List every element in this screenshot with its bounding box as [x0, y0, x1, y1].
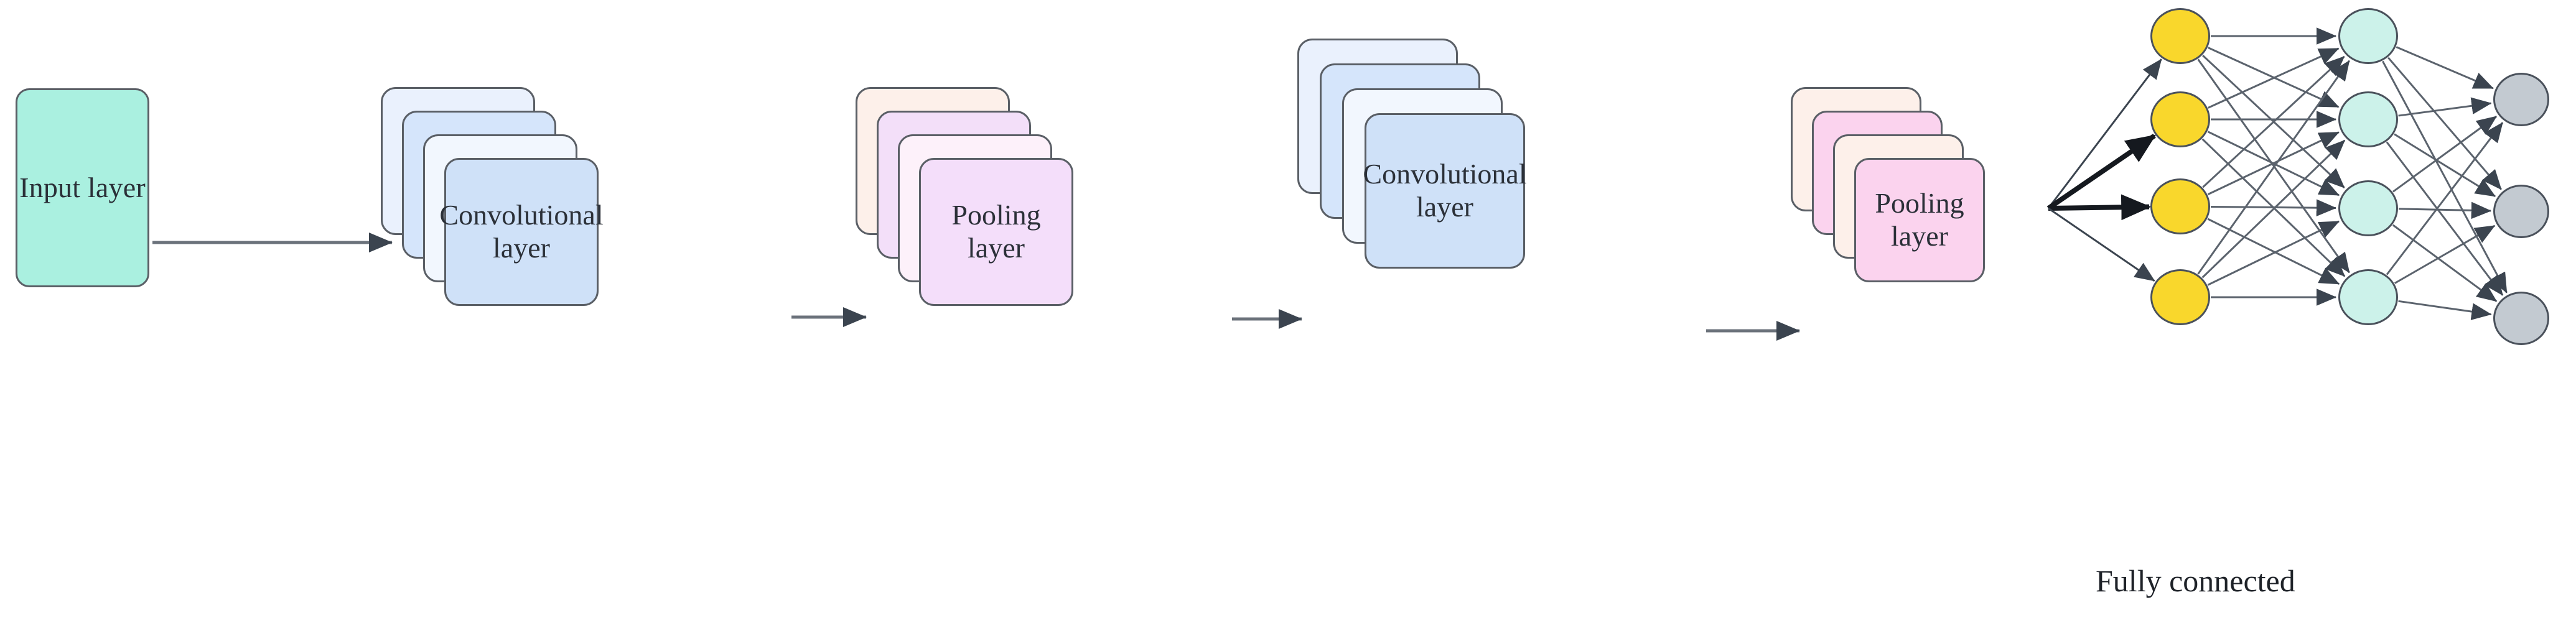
- layer-card-front-conv-2[interactable]: Convolutional layer: [1363, 113, 1527, 269]
- layer-label-pool-2: Pooling layer: [1875, 187, 1964, 252]
- mesh-edge-h2out-2-2: [2394, 133, 2496, 198]
- mesh-edge-h2out-1-1: [2396, 46, 2494, 90]
- mesh-edge-h2out-1-2: [2387, 57, 2502, 190]
- mesh-edge-h1h2-4-2: [2201, 139, 2346, 279]
- layer-label-pool-1: Pooling layer: [951, 199, 1041, 264]
- fanout-edge-3: [2048, 194, 2152, 221]
- mesh-edge-h1h2-2-3: [2207, 131, 2340, 196]
- mesh-edge-h2out-2-1: [2398, 97, 2492, 117]
- neuron-fc-hidden-2-3[interactable]: [2338, 180, 2398, 236]
- mesh-edge-h1h2-4-3: [2207, 220, 2340, 286]
- layer-card-front-conv-1[interactable]: Convolutional layer: [439, 158, 604, 306]
- mesh-edge-h1h2-4-1: [2197, 60, 2350, 275]
- fanout-edge-1: [2047, 58, 2162, 209]
- mesh-edge-h2out-4-3: [2398, 300, 2492, 320]
- mesh-edge-h1h2-1-3: [2202, 54, 2345, 188]
- mesh-edge-h1h2-3-3: [2210, 199, 2337, 216]
- neuron-fc-output-2[interactable]: [2493, 185, 2549, 238]
- mesh-edge-h1h2-2-1: [2208, 47, 2340, 109]
- fully-connected-caption: Fully connected: [2096, 563, 2295, 598]
- neuron-fc-hidden-2-4[interactable]: [2338, 269, 2398, 325]
- neuron-fc-hidden-2-1[interactable]: [2338, 8, 2398, 64]
- neuron-fc-hidden-1-3[interactable]: [2150, 178, 2210, 234]
- neuron-fc-hidden-2-2[interactable]: [2338, 91, 2398, 147]
- mesh-edge-h2out-3-1: [2392, 116, 2498, 193]
- layer-label-conv-2: Convolutional layer: [1363, 158, 1527, 223]
- mesh-edge-h1h2-3-4: [2207, 218, 2340, 285]
- mesh-edge-h2out-3-3: [2392, 224, 2498, 302]
- neuron-fc-output-1[interactable]: [2493, 73, 2549, 126]
- mesh-edge-h1h2-3-1: [2202, 55, 2345, 188]
- mesh-edge-h2out-4-2: [2394, 224, 2496, 284]
- mesh-edge-h1h2-3-2: [2207, 131, 2340, 196]
- neuron-fc-hidden-1-4[interactable]: [2150, 269, 2210, 325]
- mesh-edge-h2out-2-3: [2386, 141, 2504, 296]
- neuron-fc-hidden-1-2[interactable]: [2150, 91, 2210, 147]
- layer-card-front-pool-1[interactable]: Pooling layer: [919, 158, 1073, 306]
- mesh-edge-h2out-1-3: [2382, 60, 2508, 293]
- neuron-fc-hidden-1-1[interactable]: [2150, 8, 2210, 64]
- layer-label-conv-1: Convolutional layer: [439, 199, 604, 264]
- mesh-edge-h1h2-2-4: [2201, 138, 2346, 277]
- fanout-edge-4: [2048, 207, 2155, 282]
- mesh-edge-h1h2-1-4: [2197, 58, 2350, 274]
- mesh-edge-h1h2-1-2: [2208, 47, 2340, 108]
- mesh-edge-h2out-3-2: [2398, 201, 2492, 219]
- fanout-edge-2: [2046, 133, 2157, 211]
- input-layer-box[interactable]: Input layer: [16, 88, 149, 287]
- neuron-fc-output-3[interactable]: [2493, 292, 2549, 345]
- mesh-edge-h2out-4-1: [2386, 122, 2504, 275]
- layer-card-front-pool-2[interactable]: Pooling layer: [1854, 158, 1985, 282]
